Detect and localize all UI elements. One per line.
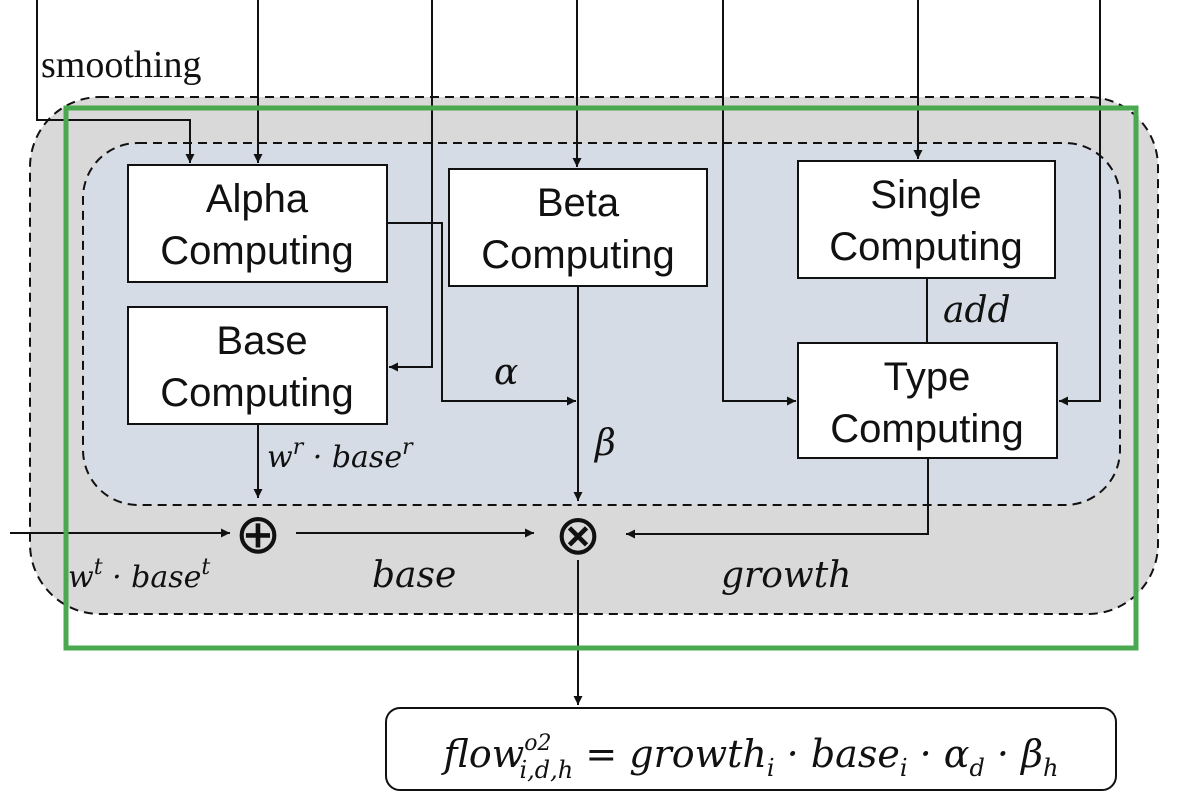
single-box-line2: Computing — [829, 225, 1022, 269]
highlight-frame — [63, 105, 1139, 651]
base-box-line2: Computing — [160, 371, 353, 415]
wr-base-r-term: wr · baser — [267, 435, 414, 475]
beta-label: β — [593, 423, 616, 464]
smoothing-label: smoothing — [41, 44, 201, 86]
type-box-line2: Computing — [830, 407, 1023, 451]
single-box-line1: Single — [870, 173, 981, 217]
base-input-arrow — [389, 0, 433, 372]
alpha-box-line2: Computing — [160, 229, 353, 273]
type-input-arrow-left — [722, 0, 796, 406]
wt-base-t-term: wt · baset — [68, 555, 210, 595]
alpha-box-line1: Alpha — [206, 177, 309, 221]
single-computing-box: Single Computing — [797, 160, 1056, 279]
smoothing-input-arrow — [36, 0, 195, 163]
base-flow-label: base — [372, 555, 456, 596]
growth-flow-label: growth — [721, 555, 851, 596]
add-label: add — [943, 290, 1011, 331]
beta-box-line1: Beta — [537, 181, 620, 225]
alpha-label: α — [494, 352, 518, 393]
base-box-line1: Base — [216, 319, 307, 363]
beta-box-line2: Computing — [481, 233, 674, 277]
base-computing-box: Base Computing — [127, 306, 388, 425]
type-input-arrow-right — [1059, 0, 1101, 406]
type-box-line1: Type — [884, 355, 971, 399]
growth-arrow — [626, 458, 929, 539]
plus-operator: ⊕ — [235, 502, 282, 567]
alpha-computing-box: Alpha Computing — [127, 164, 388, 283]
type-computing-box: Type Computing — [797, 342, 1058, 459]
times-operator: ⊗ — [555, 503, 602, 568]
beta-computing-box: Beta Computing — [448, 168, 708, 287]
alpha-output-arrow — [387, 222, 576, 406]
